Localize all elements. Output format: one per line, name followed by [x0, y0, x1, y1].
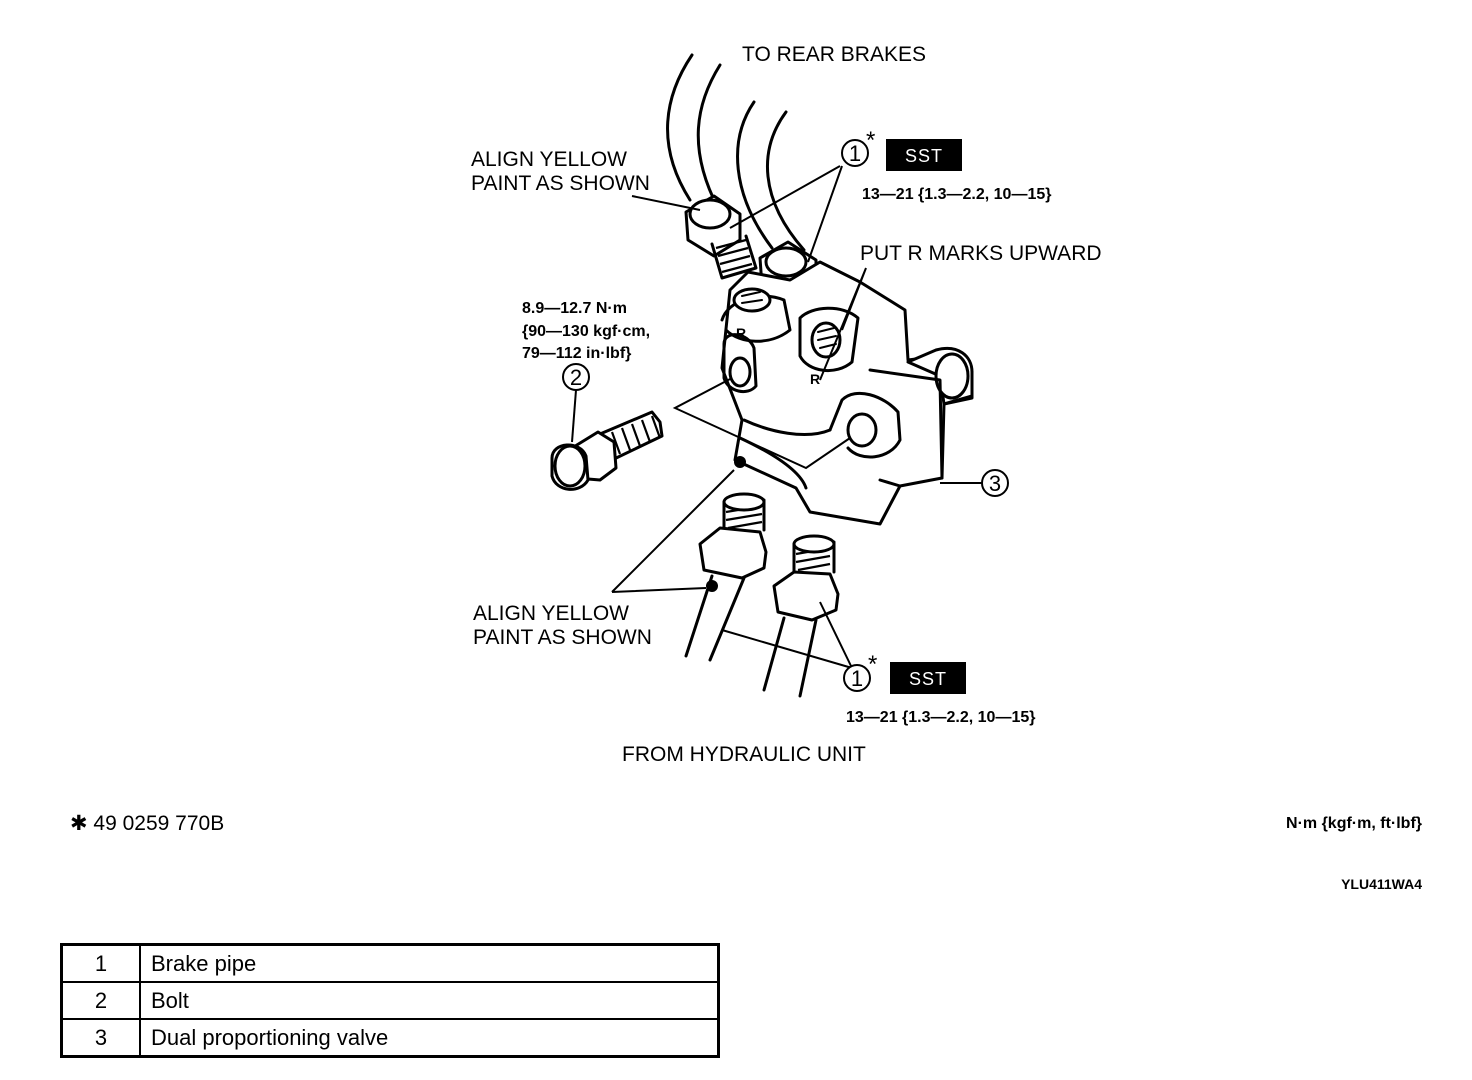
part-name: Brake pipe: [139, 943, 720, 983]
svg-text:R: R: [736, 325, 746, 341]
svg-text:3: 3: [989, 471, 1001, 496]
align-paint-bottom-line2: PAINT AS SHOWN: [473, 626, 652, 649]
sst-box-top: SST: [886, 139, 962, 171]
svg-text:R: R: [810, 371, 820, 387]
part-number: 2: [60, 981, 141, 1020]
sst-part-number-note: ✱ 49 0259 770B: [70, 812, 224, 835]
torque-bolt-line3: 79—112 in·lbf}: [522, 345, 631, 362]
callout-3: 3: [981, 469, 1009, 497]
torque-bolt-line2: {90—130 kgf·cm,: [522, 323, 650, 340]
align-paint-top-line2: PAINT AS SHOWN: [471, 172, 650, 195]
callout-1-top: 1 *: [841, 127, 875, 167]
svg-text:*: *: [866, 127, 875, 154]
table-row: 2 Bolt: [60, 981, 720, 1020]
sst-box-bottom: SST: [890, 662, 966, 694]
from-hydraulic-unit-label: FROM HYDRAULIC UNIT: [622, 743, 866, 766]
svg-text:1: 1: [849, 141, 861, 166]
dual-proportioning-valve: R R: [720, 260, 974, 526]
leader-lines: [571, 165, 982, 669]
figure-code: YLU411WA4: [1341, 876, 1422, 892]
bolt: [550, 410, 664, 491]
torque-bolt-line1: 8.9—12.7 N·m: [522, 300, 627, 317]
part-name: Bolt: [139, 981, 720, 1020]
align-paint-bottom-line1: ALIGN YELLOW: [473, 602, 629, 625]
table-row: 3 Dual proportioning valve: [60, 1018, 720, 1058]
svg-text:*: *: [868, 651, 877, 678]
put-r-marks-label: PUT R MARKS UPWARD: [860, 242, 1102, 265]
part-name: Dual proportioning valve: [139, 1018, 720, 1058]
part-number: 1: [60, 943, 141, 983]
svg-text:2: 2: [570, 365, 582, 390]
torque-top: 13—21 {1.3—2.2, 10—15}: [862, 186, 1051, 203]
svg-text:SST: SST: [905, 146, 943, 166]
callout-2: 2: [562, 363, 590, 391]
align-paint-top-line1: ALIGN YELLOW: [471, 148, 627, 171]
part-number: 3: [60, 1018, 141, 1058]
parts-table: 1 Brake pipe 2 Bolt 3 Dual proportioning…: [60, 943, 720, 1058]
units-legend: N·m {kgf·m, ft·lbf}: [1286, 815, 1422, 832]
to-rear-brakes-label: TO REAR BRAKES: [742, 43, 926, 66]
svg-text:1: 1: [851, 666, 863, 691]
torque-bottom: 13—21 {1.3—2.2, 10—15}: [846, 709, 1035, 726]
lower-brake-pipes: [684, 492, 840, 698]
svg-text:SST: SST: [909, 669, 947, 689]
callout-1-bottom: 1 *: [843, 651, 877, 692]
table-row: 1 Brake pipe: [60, 943, 720, 983]
